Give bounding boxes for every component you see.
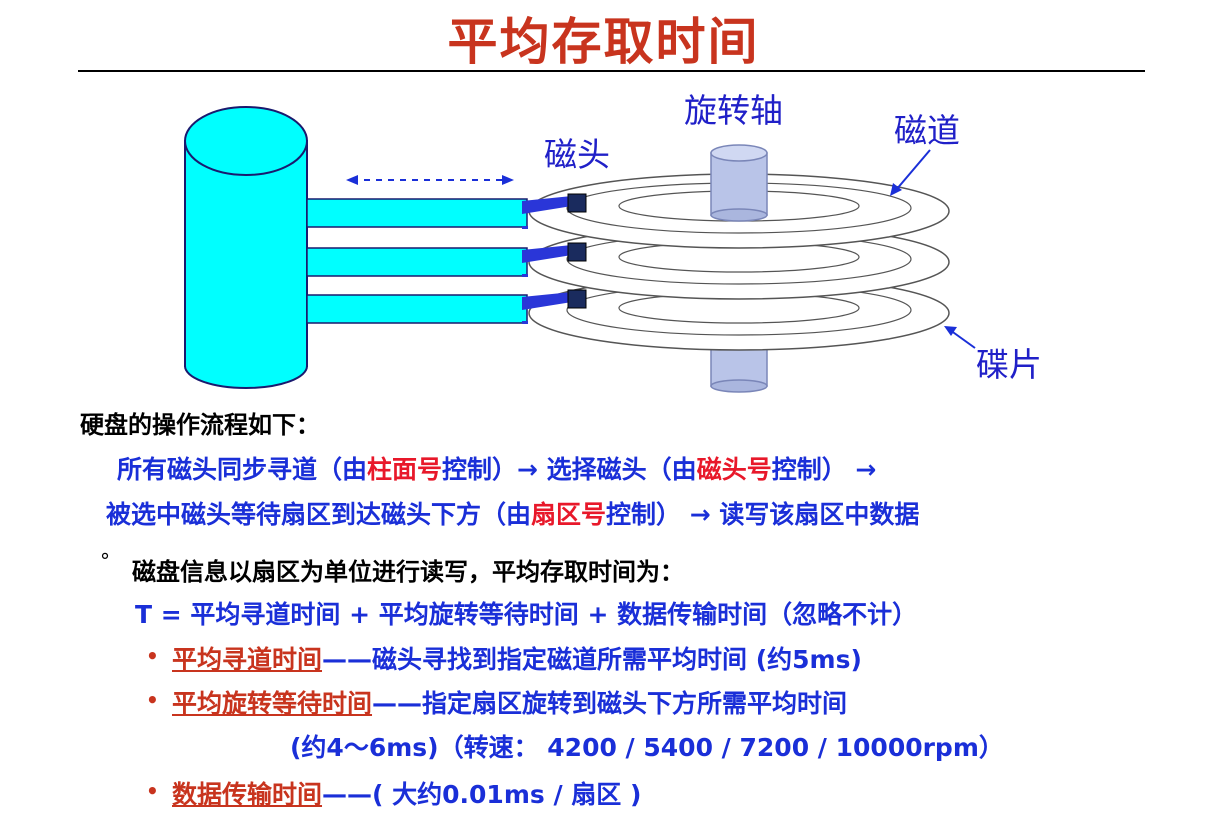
item-rotation-time: 平均旋转等待时间——指定扇区旋转到磁头下方所需平均时间 (172, 684, 847, 720)
bullet-dot: • (146, 779, 159, 803)
formula-intro: 磁盘信息以扇区为单位进行读写，平均存取时间为： (132, 558, 684, 586)
item-term: 数据传输时间 (172, 780, 323, 809)
circle-bullet: ° (100, 549, 110, 573)
head-arms (306, 196, 572, 324)
platter-pointer-arrow (944, 326, 976, 349)
bullet-dot: • (146, 688, 159, 712)
actuator-cylinder (184, 106, 308, 389)
flow-text: 被选中磁头等待扇区到达磁头下方（由 (106, 500, 532, 529)
flow-text: 所有磁头同步寻道（由 (117, 455, 368, 484)
spindle-label: 旋转轴 (684, 91, 783, 130)
platter-label: 碟片 (976, 345, 1042, 384)
item-rotation-time-detail: (约4～6ms)（转速： 4200 / 5400 / 7200 / 10000r… (290, 733, 1004, 762)
flow-text: 控制） → (771, 455, 877, 484)
cylinder-number-highlight: 柱面号 (367, 455, 443, 484)
head-label: 磁头 (544, 135, 610, 174)
head-number-highlight: 磁头号 (696, 455, 772, 484)
read-write-heads (567, 193, 587, 309)
title-divider (78, 70, 1145, 72)
seek-direction-arrow (346, 175, 514, 185)
item-term: 平均旋转等待时间 (172, 689, 373, 718)
item-term: 平均寻道时间 (172, 645, 323, 674)
bullet-dot: • (146, 644, 159, 668)
flow-line-2: 被选中磁头等待扇区到达磁头下方（由扇区号控制） → 读写该扇区中数据 (106, 495, 919, 531)
item-seek-time: 平均寻道时间——磁头寻找到指定磁道所需平均时间 (约5ms) (172, 640, 862, 676)
item-desc: ——磁头寻找到指定磁道所需平均时间 (约5ms) (322, 645, 862, 674)
flow-text: 控制）→ 选择磁头（由 (442, 455, 697, 484)
spindle-top (710, 144, 768, 222)
page-title: 平均存取时间 (447, 13, 760, 71)
sector-number-highlight: 扇区号 (531, 500, 607, 529)
track-pointer-arrow (890, 149, 931, 196)
hard-disk-diagram (184, 106, 976, 393)
flow-heading: 硬盘的操作流程如下： (80, 411, 320, 439)
track-label: 磁道 (894, 111, 960, 150)
item-desc: ——指定扇区旋转到磁头下方所需平均时间 (372, 689, 848, 718)
flow-line-1: 所有磁头同步寻道（由柱面号控制）→ 选择磁头（由磁头号控制） → (117, 450, 876, 486)
item-transfer-time: 数据传输时间——( 大约0.01ms / 扇区 ) (172, 775, 641, 811)
item-desc: ——( 大约0.01ms / 扇区 ) (322, 780, 642, 809)
flow-text: 控制） → 读写该扇区中数据 (606, 500, 920, 529)
formula-equation: T = 平均寻道时间 + 平均旋转等待时间 + 数据传输时间（忽略不计） (135, 600, 918, 629)
